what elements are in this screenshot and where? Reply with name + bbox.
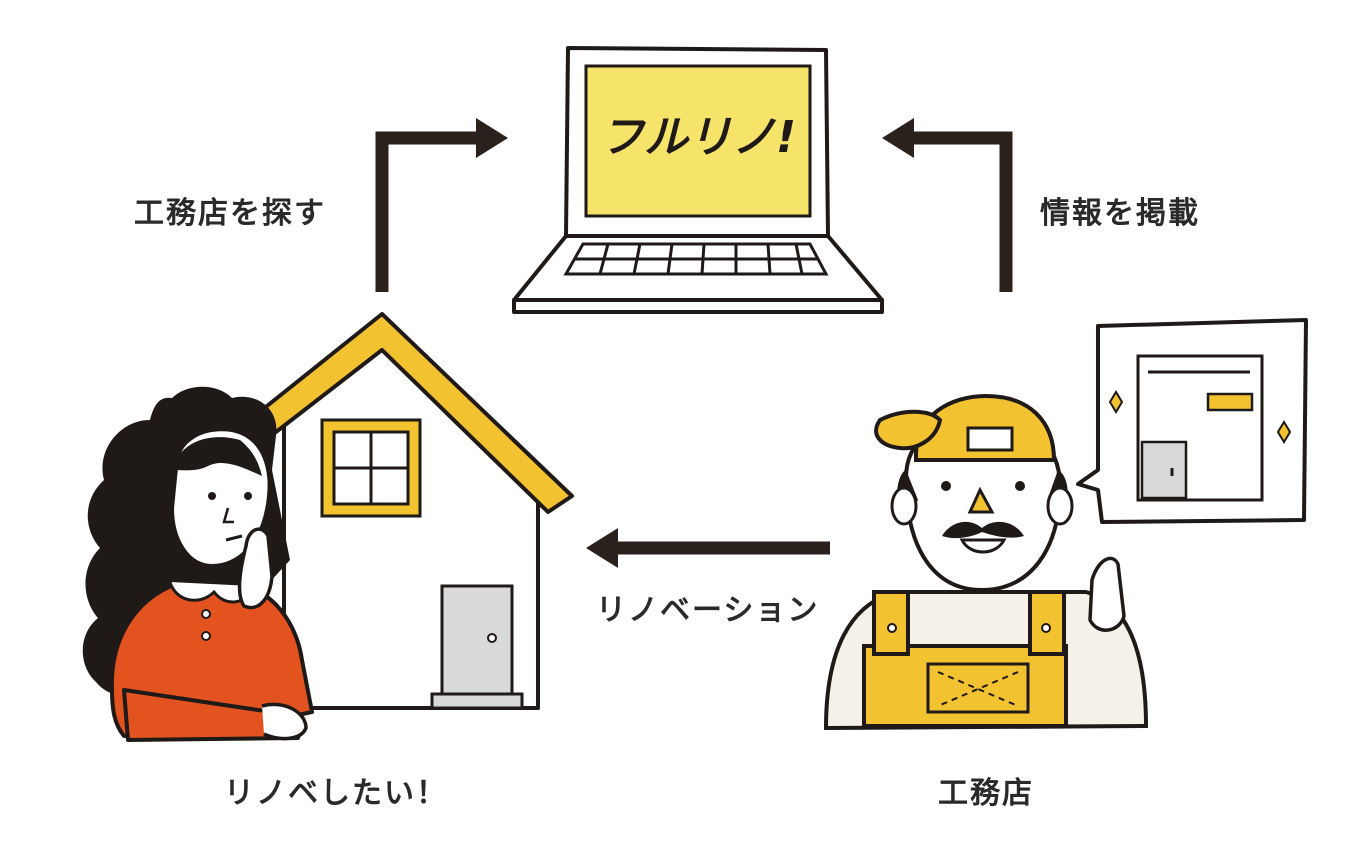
arrow-search-icon [375,118,508,292]
laptop-icon: フルリノ! [512,46,884,314]
window-icon [320,418,422,518]
label-post-info: 情報を掲載 [1040,196,1200,231]
arrow-renovation-icon [586,528,830,568]
speech-bubble-icon [1076,318,1308,524]
arrow-post-icon [882,118,1013,292]
house-icon [260,312,574,710]
caption-homeowner: リノベしたい！ [224,776,448,811]
screen-logo: フルリノ! [600,112,796,163]
door-icon [430,584,524,710]
label-search-builder: 工務店を探す [134,196,326,231]
builder-man-icon [823,393,1149,731]
caption-builder: 工務店 [938,776,1034,811]
label-renovation: リノベーション [596,593,820,628]
keyboard-icon [563,242,829,276]
homeowner-woman-icon [82,386,314,742]
